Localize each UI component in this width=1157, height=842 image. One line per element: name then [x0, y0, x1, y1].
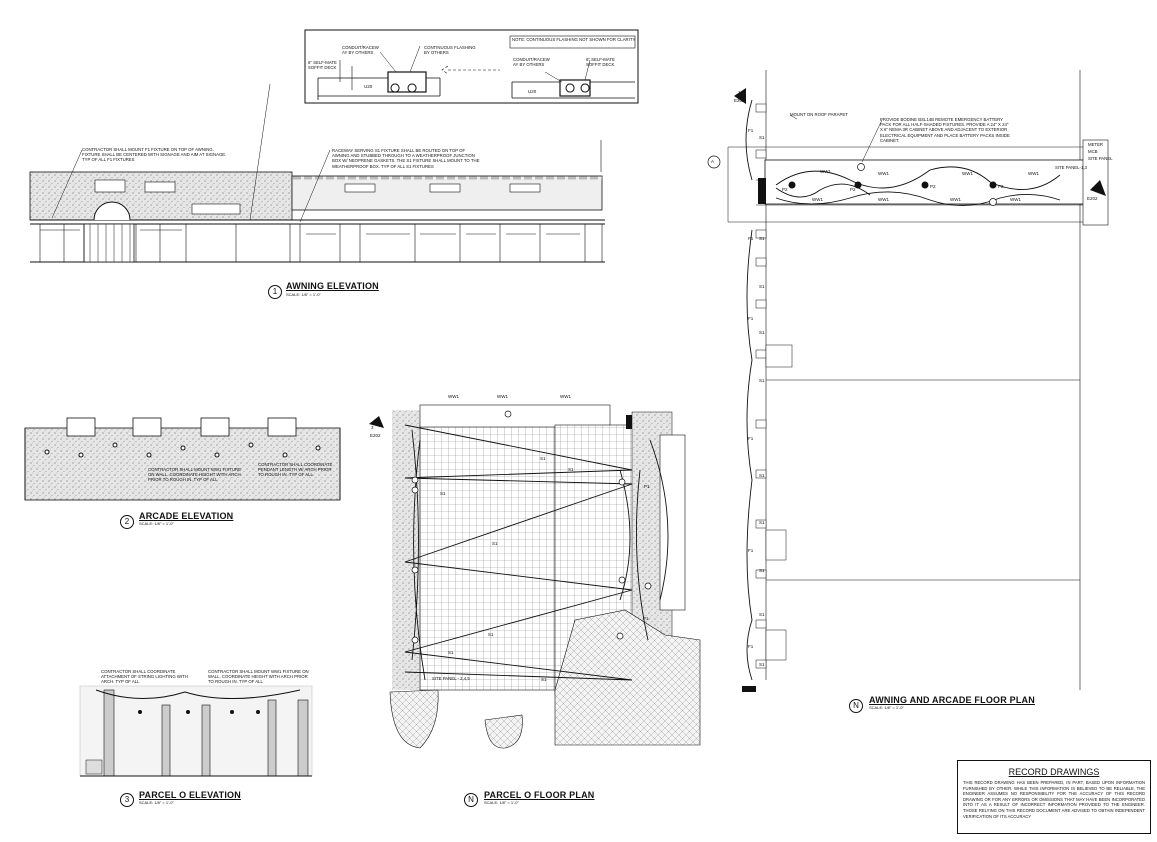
note-awning-f1: CONTRACTOR SHALL MOUNT F1 FIXTURE ON TOP…: [82, 147, 227, 163]
tag-s1: S1: [759, 236, 765, 241]
tag-one: 1: [738, 90, 741, 95]
tag-ww1: WW1: [448, 394, 459, 399]
tag-s1: S1: [759, 612, 765, 617]
tag-p1: P1: [644, 484, 650, 489]
arcade-elevation-scale: SCALE: 1/8" = 1'-0": [139, 521, 174, 526]
view-number-n: N: [464, 793, 478, 807]
tag-s1: S1: [568, 467, 574, 472]
tag-s1: S1: [440, 491, 446, 496]
parcel-o-plan-title: PARCEL O FLOOR PLAN: [484, 790, 595, 800]
detail-soffit-left: 6" SELF-MATE SOFFIT DECK: [308, 60, 337, 71]
tag-ww1: WW1: [497, 394, 508, 399]
tag-two: 2: [1092, 186, 1095, 191]
tag-e202: E202: [1087, 196, 1098, 201]
parcel-o-elevation-title: PARCEL O ELEVATION: [139, 790, 241, 800]
parcel-o-elevation-scale: SCALE: 1/8" = 1'-0": [139, 800, 174, 805]
tag-three: 3: [371, 425, 374, 430]
tag-ww1: WW1: [1010, 197, 1021, 202]
view-number-1: 1: [268, 285, 282, 299]
tag-s1: S1: [448, 650, 454, 655]
tag-s1: S1: [759, 473, 765, 478]
note-arcade-ww1: CONTRACTOR SHALL MOUNT WW1 FIXTURE ON WA…: [148, 467, 242, 483]
tag-e202: E202: [734, 98, 745, 103]
tag-s1: S1: [492, 541, 498, 546]
awning-arcade-plan-title: AWNING AND ARCADE FLOOR PLAN: [869, 695, 1035, 705]
tag-s1: S1: [540, 456, 546, 461]
tag-f1: F1: [748, 128, 754, 133]
tag-ww1: WW1: [962, 171, 973, 176]
detail-flashing: CONTINUOUS FLASHING BY OTHERS: [424, 45, 476, 56]
detail-dim-left: U20: [364, 84, 373, 89]
record-drawings-box: RECORD DRAWINGS THIS RECORD DRAWING HAS …: [957, 760, 1151, 834]
tag-f1: F1: [748, 436, 754, 441]
note-battery: PROVIDE BODINE BSL14B REMOTE EMERGENCY B…: [880, 117, 1010, 143]
grid-bubble-a: A: [711, 159, 715, 164]
note-roof-parapet: MOUNT ON ROOF PARAPET: [790, 112, 848, 117]
tag-s1: S1: [759, 284, 765, 289]
parcel-o-plan-drawing: [389, 404, 701, 749]
detail-conduit-right: CONDUIT/RACEW AY BY OTHERS: [513, 57, 550, 68]
note-parcel-string: CONTRACTOR SHALL COORDINATE ATTACHMENT O…: [101, 669, 188, 685]
tag-p1: P1: [643, 616, 649, 621]
parcel-o-elevation-drawing: [79, 685, 313, 777]
awning-elevation-title: AWNING ELEVATION: [286, 281, 379, 291]
tag-s1: S1: [488, 632, 494, 637]
arcade-elevation-title: ARCADE ELEVATION: [139, 511, 234, 521]
view-number-2: 2: [120, 515, 134, 529]
arcade-elevation-drawing: [24, 417, 341, 501]
tag-s1: S1: [759, 568, 765, 573]
record-drawings-body: THIS RECORD DRAWING HAS BEEN PREPARED, I…: [963, 780, 1145, 819]
flashing-detail: [304, 29, 639, 104]
label-meter: METER: [1088, 142, 1104, 147]
tag-p2: P2: [998, 184, 1004, 189]
parcel-o-plan-scale: SCALE: 1/8" = 1'-0": [484, 800, 519, 805]
tag-s1: S1: [759, 662, 765, 667]
detail-soffit-right: 6" SELF-MATE SOFFIT DECK: [586, 57, 615, 68]
view-number-3: 3: [120, 793, 134, 807]
tag-ww1: WW1: [812, 197, 823, 202]
label-site-panel-circuit: SITE PANEL-1,3: [1055, 165, 1087, 170]
tag-p2: P2: [850, 187, 856, 192]
awning-elevation-scale: SCALE: 1/8" = 1'-0": [286, 292, 321, 297]
tag-f1: F1: [748, 316, 754, 321]
label-mcb: MCB: [1088, 149, 1098, 154]
note-arcade-pendant: CONTRACTOR SHALL COORDINATE PENDANT LENG…: [258, 462, 333, 478]
tag-s1: S1: [759, 378, 765, 383]
tag-ww1: WW1: [820, 169, 831, 174]
tag-ww1: WW1: [560, 394, 571, 399]
tag-ww1: WW1: [950, 197, 961, 202]
note-awning-raceway: RACEWAY SERVING S1 FIXTURE SHALL BE ROUT…: [332, 148, 480, 169]
tag-s1: S1: [541, 677, 547, 682]
detail-note: NOTE: CONTINUOUS FLASHING NOT SHOWN FOR …: [512, 37, 636, 42]
tag-f1: F1: [748, 236, 754, 241]
tag-f1: F1: [748, 548, 754, 553]
awning-elevation-drawing: [29, 83, 605, 263]
detail-conduit-left: CONDUIT/RACEW AY BY OTHERS: [342, 45, 379, 56]
awning-arcade-plan-drawing: [707, 70, 1109, 692]
tag-p2: P2: [782, 187, 788, 192]
label-site-panel: SITE PANEL: [1088, 156, 1113, 161]
tag-s1: S1: [759, 330, 765, 335]
detail-dim-right: U20: [528, 89, 537, 94]
label-site-panel-parcel: SITE PANEL - 2,4,5: [432, 676, 470, 681]
tag-f1: F1: [748, 644, 754, 649]
tag-ww1: WW1: [878, 171, 889, 176]
tag-s1: S1: [759, 520, 765, 525]
tag-ww1: WW1: [878, 197, 889, 202]
view-number-n: N: [849, 699, 863, 713]
tag-s1: S1: [759, 135, 765, 140]
tag-ww1: WW1: [1028, 171, 1039, 176]
tag-e202: E202: [370, 433, 381, 438]
awning-arcade-plan-scale: SCALE: 1/8" = 1'-0": [869, 705, 904, 710]
tag-p2: P2: [930, 184, 936, 189]
record-drawings-title: RECORD DRAWINGS: [1008, 767, 1100, 777]
note-parcel-ww1: CONTRACTOR SHALL MOUNT WW1 FIXTURE ON WA…: [208, 669, 309, 685]
